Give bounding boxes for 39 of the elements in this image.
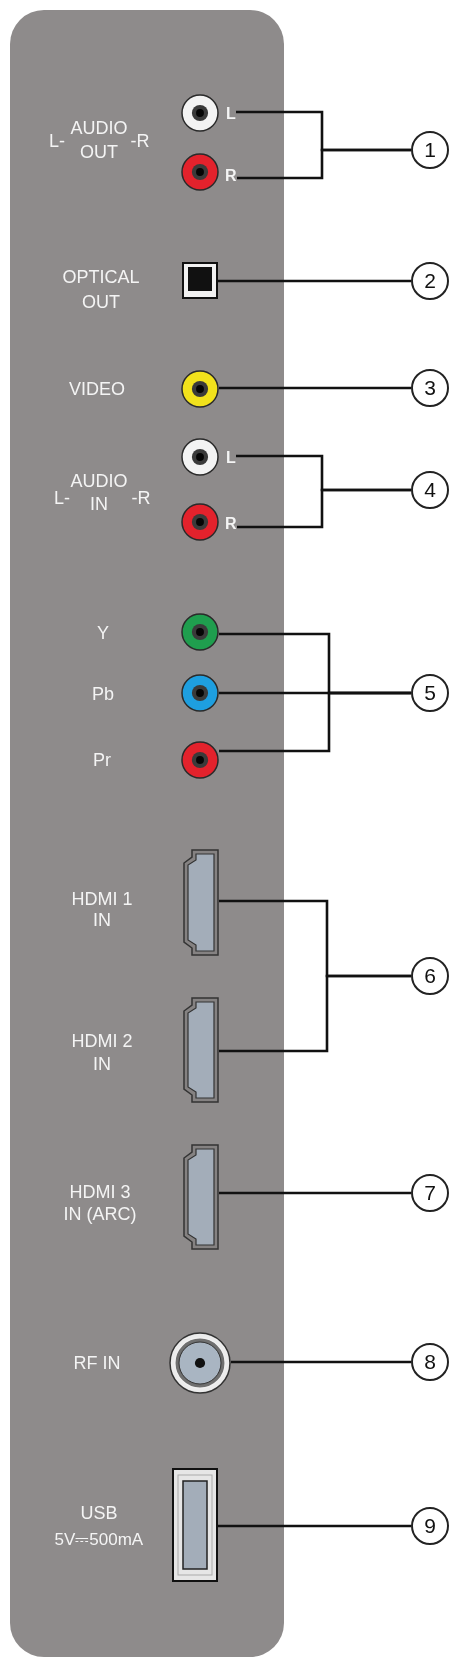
port-label: AUDIO OUT <box>69 117 129 164</box>
leader-line <box>237 488 411 529</box>
leader-line <box>231 1360 411 1364</box>
port-label: OPTICAL OUT <box>61 266 141 314</box>
leader-line <box>237 148 411 180</box>
port-label: L- <box>49 130 65 152</box>
port-label: Pr <box>93 749 111 771</box>
leader-line <box>219 974 411 1053</box>
leader-line <box>218 1524 411 1528</box>
callout-number: 8 <box>411 1343 449 1381</box>
port-label: R <box>225 166 237 186</box>
port-label: AUDIO IN <box>70 470 129 516</box>
port-label: RF IN <box>73 1352 121 1374</box>
callout-number: 4 <box>411 471 449 509</box>
port-label: L <box>226 104 236 124</box>
callout-number: 6 <box>411 957 449 995</box>
port-label: VIDEO <box>69 378 125 400</box>
callout-number: 9 <box>411 1507 449 1545</box>
port-label: HDMI 2 IN <box>70 1030 134 1076</box>
port-label: USB <box>80 1502 118 1524</box>
leader-line <box>218 279 411 283</box>
port-label: L <box>226 448 236 468</box>
leader-line <box>219 1191 411 1195</box>
port-label: HDMI 3 IN (ARC) <box>62 1181 138 1225</box>
port-label: R <box>225 514 237 534</box>
port-label: 5V⎓500mA <box>54 1529 144 1551</box>
callout-number: 3 <box>411 369 449 407</box>
callout-number: 7 <box>411 1174 449 1212</box>
port-label: -R <box>130 130 150 152</box>
callout-number: 1 <box>411 131 449 169</box>
callout-number: 2 <box>411 262 449 300</box>
callout-number: 5 <box>411 674 449 712</box>
port-label: Pb <box>92 683 115 705</box>
port-label: -R <box>131 487 151 509</box>
leader-line <box>219 386 411 390</box>
port-label: HDMI 1 IN <box>70 889 134 931</box>
port-label: Y <box>97 622 109 644</box>
leader-line <box>219 691 411 753</box>
port-label: L- <box>54 487 70 509</box>
